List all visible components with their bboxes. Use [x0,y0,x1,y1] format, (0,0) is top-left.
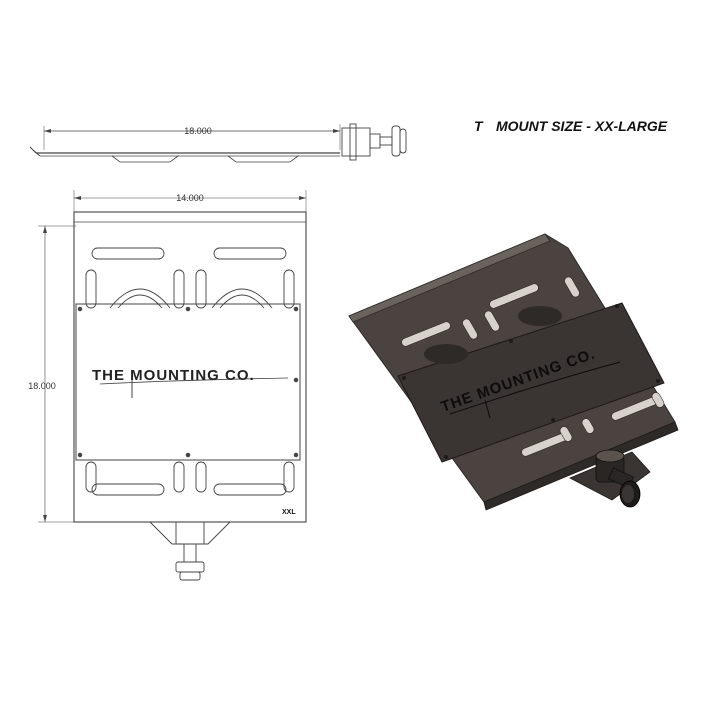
top-view [38,190,307,581]
size-tag: XXL [282,509,296,516]
iso-view [348,233,679,511]
side-length-label: 18.000 [184,126,212,136]
page-title: MOUNT SIZE - XX-LARGE [496,118,668,134]
top-width-label: 14.000 [176,193,204,203]
top-view-logo: THE MOUNTING CO. [92,367,255,384]
title-group: T MOUNT SIZE - XX-LARGE [474,118,668,134]
title-prefix-glyph: T [474,118,484,134]
side-view [29,123,407,163]
top-height-label: 18.000 [28,381,56,391]
